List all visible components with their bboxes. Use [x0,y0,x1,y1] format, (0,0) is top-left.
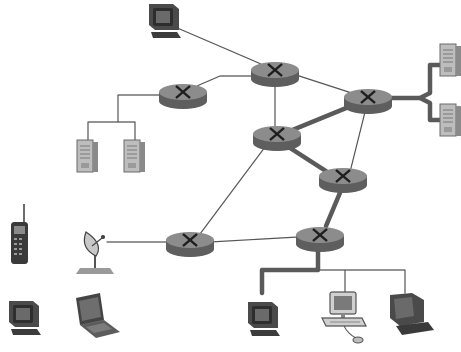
cell-phone-icon[interactable] [11,204,28,264]
link-host-top-router-top [174,26,276,71]
link-router-bottomleft-router-bottomright [209,236,299,243]
router-mid[interactable] [251,124,303,153]
server-right-a[interactable] [439,43,461,77]
satellite-dish-icon[interactable] [76,231,114,274]
host-bottom-mid[interactable] [248,302,280,336]
router-right[interactable] [342,87,394,116]
host-top[interactable] [149,4,181,38]
host-bottom-left[interactable] [9,301,41,335]
link-bottomright-host-right [344,269,406,294]
link-router-right-router-midright [349,107,367,173]
router-bottomright[interactable] [294,225,346,254]
server-right-b[interactable] [439,103,461,137]
router-midright[interactable] [317,166,369,195]
laptop-icon[interactable] [76,293,120,338]
router-top[interactable] [249,60,301,89]
server-left-b[interactable] [123,139,146,173]
server-left-a[interactable] [76,139,99,173]
link-router-right-servers [387,62,449,101]
link-bottomright-pc [317,249,346,294]
link-servers-bus [87,121,136,141]
router-bottomleft[interactable] [164,230,216,259]
desktop-pc-icon[interactable] [321,291,367,344]
link-router-mid-router-midright [284,143,335,178]
links [87,26,449,296]
link-bottomright-host-mid [259,247,321,296]
link-router-midright-router-bottomright [323,185,345,229]
link-router-left-servers [117,94,161,123]
link-router-right-server-b [417,95,449,123]
router-left[interactable] [157,82,209,111]
link-router-right-router-mid [287,101,359,134]
host-bottom-right-icon[interactable] [390,293,434,335]
link-router-mid-router-bottomleft [196,142,269,239]
